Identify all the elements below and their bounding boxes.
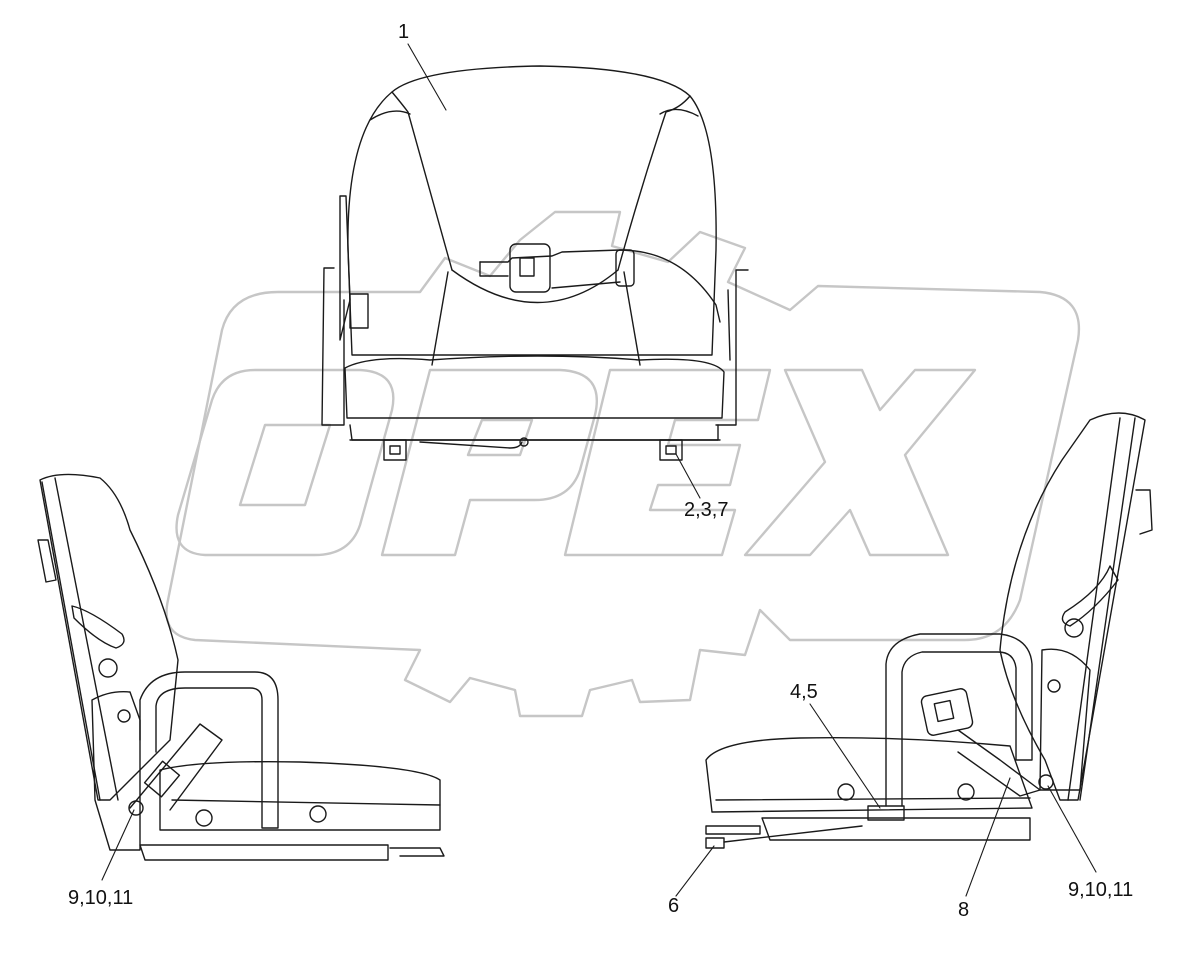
callout-4-5: 4,5 [790, 681, 818, 703]
callout-6: 6 [668, 895, 680, 917]
watermark-letter-e [563, 368, 772, 557]
front-backrest [347, 65, 717, 356]
callout-9-10-11-left: 9,10,11 [68, 887, 134, 909]
left-recline-lever [71, 605, 125, 649]
left-side-view [37, 473, 445, 861]
right-side-view [705, 412, 1153, 849]
right-belt-buckle [920, 688, 974, 736]
right-backrest [999, 412, 1146, 801]
left-seat-cushion [159, 760, 441, 831]
front-adjust-lever [419, 441, 523, 449]
watermark-gear-outline [165, 210, 1081, 718]
right-seat-cushion [705, 736, 1033, 813]
callout-2-3-7: 2,3,7 [684, 499, 729, 521]
front-view [321, 65, 749, 461]
left-seat-belt [129, 723, 223, 811]
right-adjust-handle-grip [705, 837, 725, 849]
watermark-letter-p [380, 368, 598, 557]
leader-6 [675, 845, 715, 897]
left-backrest [39, 473, 179, 801]
left-belt-anchor-bolt [128, 800, 144, 816]
right-recline-lever [1061, 565, 1119, 627]
leader-91011-right [1047, 785, 1097, 873]
callout-8: 8 [958, 899, 970, 921]
right-belt-anchor-bolt [1038, 774, 1054, 790]
callout-1: 1 [398, 21, 410, 43]
leader-91011-left [101, 809, 135, 881]
right-seat-belt [957, 729, 1041, 797]
front-left-connector [383, 439, 407, 461]
callout-9-10-11-right: 9,10,11 [1068, 879, 1134, 901]
leader-8 [965, 777, 1011, 897]
leader-45 [809, 703, 881, 809]
leader-237 [675, 453, 701, 499]
watermark-letter-o [175, 368, 395, 557]
front-left-bracket [321, 267, 345, 426]
watermark-letter-x [743, 368, 977, 557]
front-seat-cushion [344, 355, 725, 419]
front-seat-belt [479, 249, 721, 323]
front-belt-buckle [509, 243, 551, 293]
leader-1 [407, 43, 447, 111]
front-right-connector [659, 439, 683, 461]
left-armrest [139, 671, 279, 829]
right-armrest [885, 633, 1033, 807]
leader-lines [101, 43, 1097, 897]
